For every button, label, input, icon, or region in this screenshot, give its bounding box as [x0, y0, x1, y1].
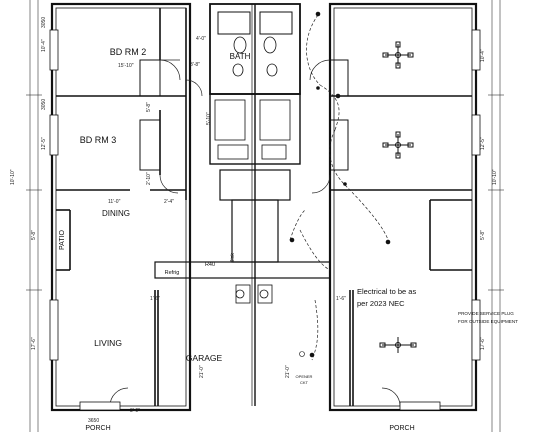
dim-window-3050-b: 3050: [41, 17, 47, 28]
dim-right-top: 10'-4": [480, 49, 486, 62]
right-unit-walls: [329, 8, 472, 406]
dim-closet-c: 2'-10": [146, 172, 152, 185]
dim-left-dining: 5'-8": [31, 230, 37, 240]
dim-door-30: 3'-0": [130, 408, 140, 414]
dim-ceiling-a: 4'-0": [196, 36, 206, 42]
plumbing-fixtures: [232, 36, 278, 299]
dim-closet-b: 5'-10": [206, 112, 212, 125]
room-label-bd-rm-2: BD RM 2: [110, 47, 147, 57]
dim-right-overall: 10'-10": [492, 169, 498, 185]
center-core: [209, 3, 301, 406]
electrical-wiring: [289, 14, 389, 361]
light-fixture-icon: [289, 11, 391, 358]
room-label-porch-right: PORCH: [389, 425, 414, 432]
exterior-walls: [50, 2, 478, 412]
dim-bd2-width: 15'-10": [118, 63, 134, 69]
note-electrical-line2: per 2023 NEC: [357, 299, 405, 308]
room-label-patio: PATIO: [59, 229, 66, 250]
label-refrig: Refrig: [165, 270, 180, 276]
dim-left-overall: 10'-10": [10, 169, 16, 185]
dim-garage-left: 21'-0": [199, 365, 205, 378]
dim-window-3650: 3650: [88, 418, 99, 424]
dim-window-3050-a: 3050: [41, 99, 47, 110]
dim-closet-a: 5'-8": [146, 102, 152, 112]
dim-living-height: 17'-6": [31, 337, 37, 350]
dim-right-living: 17'-6": [480, 337, 486, 350]
label-sink: Sink: [230, 253, 236, 263]
room-label-porch-left: PORCH: [85, 425, 110, 432]
dim-dining-width: 11'-0": [108, 199, 121, 205]
dim-right-dining: 5'-8": [480, 230, 486, 240]
note-electrical-line1: Electrical to be as: [357, 287, 416, 296]
label-opener: OPENER: [296, 374, 313, 379]
dim-bd2-height: 10'-4": [41, 39, 47, 52]
dim-right-mid: 12'-5": [480, 137, 486, 150]
dim-ceiling-b: 1'-6": [336, 296, 346, 302]
dim-bd3-height: 12'-5": [41, 137, 47, 150]
room-label-bd-rm-3: BD RM 3: [80, 135, 117, 145]
ceiling-fan-icon: [379, 41, 417, 353]
label-r40: R40: [205, 262, 215, 268]
room-label-living: LIVING: [94, 338, 122, 348]
dim-closet-d: 1'-6": [150, 296, 160, 302]
label-opener-sub: CKT: [300, 380, 309, 385]
dimension-lines: [26, 0, 504, 432]
room-label-garage: GARAGE: [186, 353, 223, 363]
dim-garage-right: 21'-0": [285, 365, 291, 378]
left-unit-walls: [56, 8, 331, 406]
note-service-line1: PROVIDE SERVICE PLUG: [458, 311, 514, 316]
note-service-line2: FOR OUTSIDE EQUIPMENT: [458, 319, 518, 324]
room-label-bath: BATH: [230, 52, 251, 61]
windows: [49, 29, 481, 411]
dim-bath-width: 3'-8": [190, 62, 200, 68]
room-label-dining: DINING: [102, 209, 130, 218]
dim-dining-small: 2'-4": [164, 199, 174, 205]
